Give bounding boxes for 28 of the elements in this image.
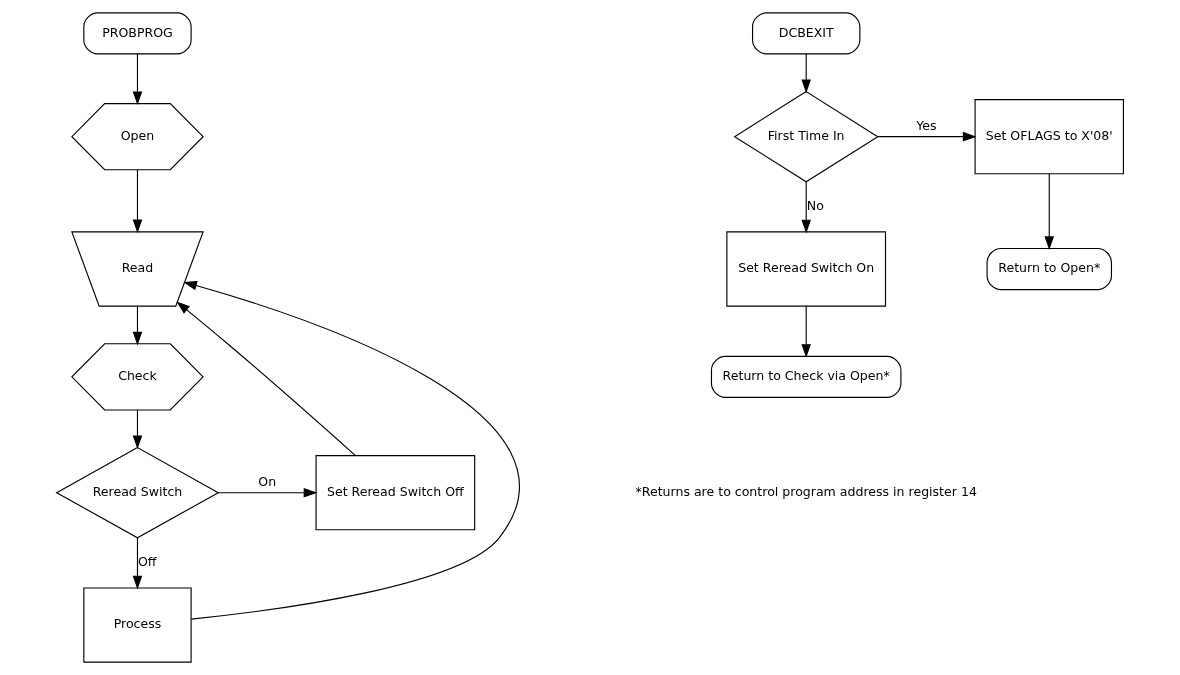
arrow (132, 169, 143, 234)
arrow (132, 537, 143, 590)
node-box: Set Reread Switch Off (315, 455, 476, 531)
arrow (217, 487, 318, 498)
arrow (183, 280, 520, 620)
node-box: Set Reread Switch On (726, 231, 887, 307)
node-box: Process (83, 587, 192, 663)
arrow (801, 305, 811, 358)
label: *Returns are to control program address in register 14 (635, 483, 977, 499)
arrow (877, 131, 977, 142)
node-box: DCBEXIT (752, 12, 861, 55)
node-box: PROBPROG (83, 12, 192, 55)
arrow (801, 181, 811, 234)
edge-label: No (806, 198, 824, 214)
edge-label: On (258, 473, 277, 489)
arrow (132, 409, 143, 450)
arrow (801, 53, 811, 94)
arrow (176, 301, 356, 457)
edge-label: Yes (916, 117, 937, 133)
arrow (1044, 173, 1055, 251)
node-box: Return to Check via Open* (710, 355, 902, 398)
node-box: Set OFLAGS to X'08' (974, 99, 1124, 175)
node-diamond: First Time In (733, 90, 879, 183)
node-box: Return to Open* (986, 247, 1112, 291)
node-diamond: Reread Switch (55, 446, 220, 539)
edge-label: Off (137, 554, 157, 570)
arrow (132, 305, 143, 346)
arrow (132, 53, 143, 106)
